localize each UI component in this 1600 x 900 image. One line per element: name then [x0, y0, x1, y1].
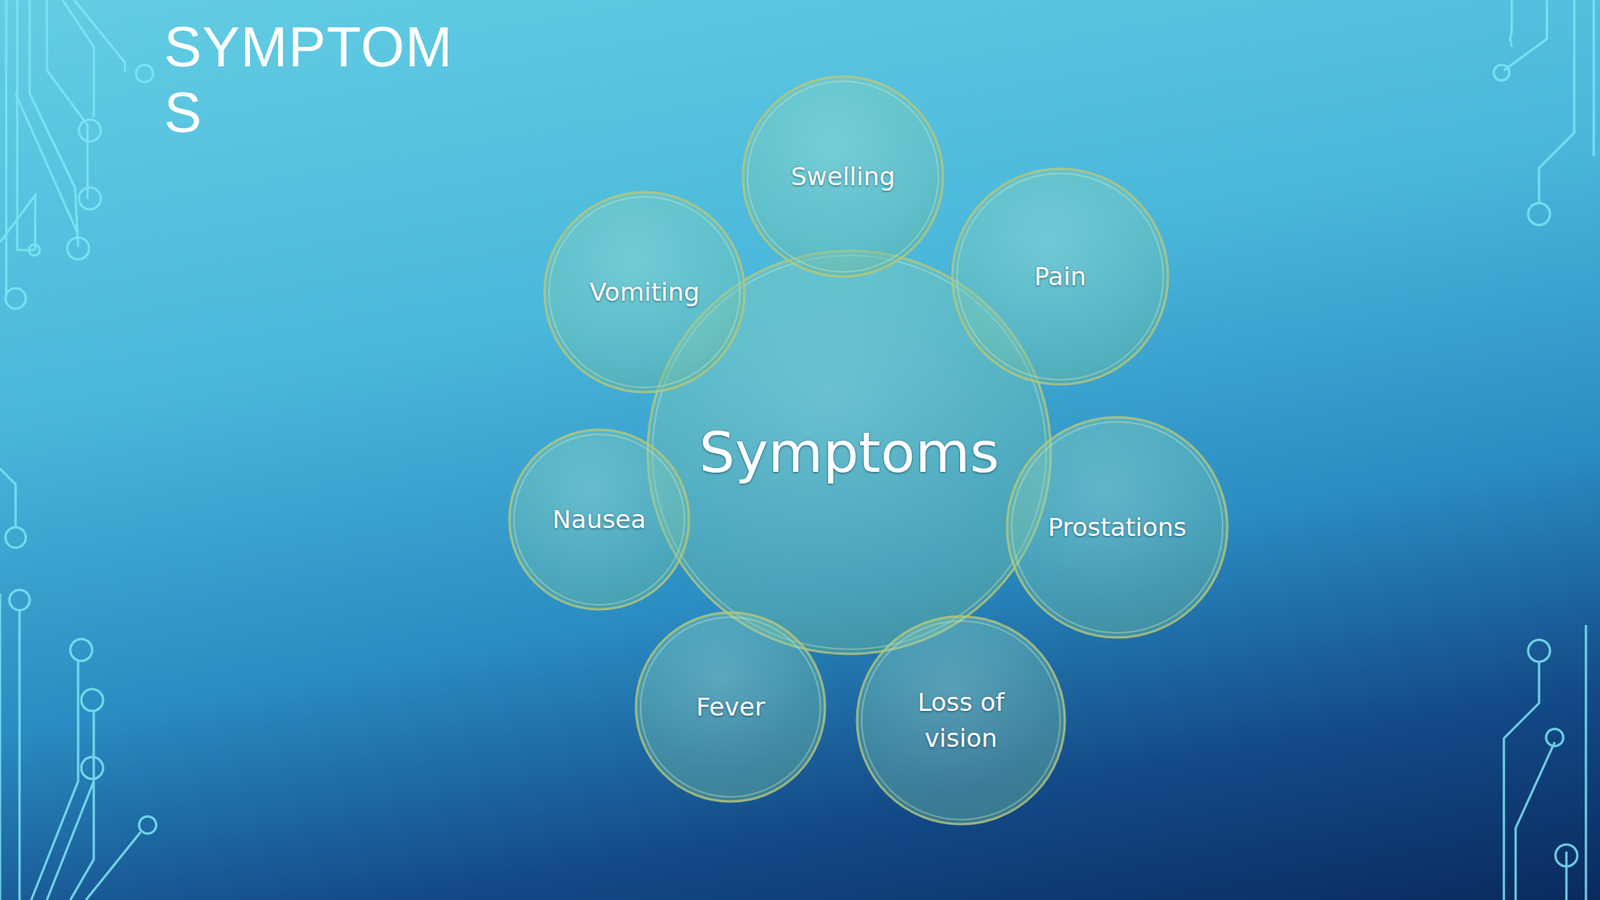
symptom-bubble: Vomiting — [542, 189, 747, 395]
slide-title: SYMPTOMS — [164, 14, 461, 146]
symptom-label: Swelling — [790, 158, 895, 195]
symptom-bubble: Loss of vision — [854, 614, 1068, 827]
symptom-bubble: Nausea — [507, 427, 692, 612]
bubble-outline — [854, 614, 1068, 827]
symptom-label: Vomiting — [589, 274, 700, 311]
symptom-label: Pain — [1034, 258, 1087, 295]
symptom-label: Fever — [696, 689, 765, 725]
symptom-bubble: Swelling — [740, 74, 946, 279]
symptom-label: Loss of vision — [906, 684, 1016, 757]
center-label: Symptoms — [699, 411, 1000, 493]
symptom-label: Nausea — [552, 501, 647, 538]
symptom-bubble: Fever — [633, 610, 828, 804]
symptom-bubble: Pain — [950, 166, 1171, 387]
symptom-bubble: Prostations — [1004, 414, 1230, 640]
symptom-label: Prostations — [1047, 509, 1187, 546]
